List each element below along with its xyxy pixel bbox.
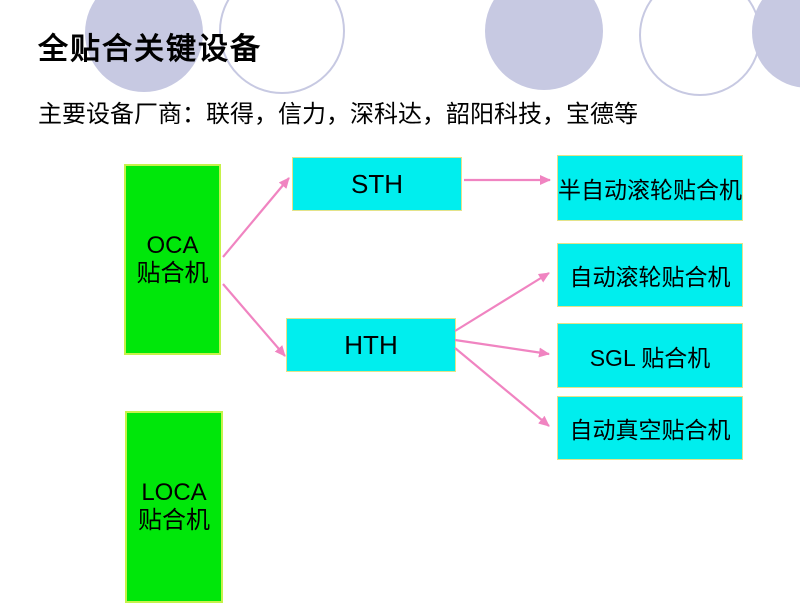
node-auto-vacuum-label: 自动真空贴合机 (569, 417, 731, 443)
node-sth-label: STH (351, 168, 403, 199)
node-auto-roller-laminator: 自动滚轮贴合机 (557, 243, 743, 307)
node-loca-label-line2: 贴合机 (138, 507, 210, 534)
node-oca-label-line1: OCA (146, 231, 199, 259)
node-sgl-label: SGL 贴合机 (589, 344, 711, 371)
node-oca-laminator: OCA 贴合机 (124, 164, 221, 355)
decorative-circle (639, 0, 761, 96)
arrow-oca-to-hth (222, 283, 286, 357)
decorative-circle (752, 0, 800, 88)
node-loca-laminator: LOCA 贴合机 (125, 411, 223, 603)
slide-title: 全贴合关键设备 (38, 33, 262, 66)
decorative-circle (485, 0, 603, 90)
arrow-hth-to-auto_roller (454, 272, 550, 332)
arrow-hth-to-auto_vacuum (454, 347, 550, 427)
node-auto-vacuum-laminator: 自动真空贴合机 (557, 396, 743, 460)
arrow-oca-to-sth (222, 177, 290, 258)
decorative-circle (85, 0, 203, 92)
node-hth-label: HTH (344, 329, 398, 360)
node-sth: STH (292, 157, 462, 211)
node-auto-roller-label: 自动滚轮贴合机 (569, 264, 731, 290)
node-sgl-laminator: SGL 贴合机 (557, 323, 743, 388)
node-semi-auto-roller-label: 半自动滚轮贴合机 (558, 177, 742, 203)
slide-subtitle: 主要设备厂商：联得，信力，深科达，韶阳科技，宝德等 (38, 102, 638, 128)
node-semi-auto-roller-laminator: 半自动滚轮贴合机 (557, 155, 743, 221)
node-hth: HTH (286, 318, 456, 372)
node-oca-label-line2: 贴合机 (136, 259, 209, 287)
arrow-hth-to-sgl (454, 338, 550, 358)
node-loca-label-line1: LOCA (141, 479, 207, 506)
